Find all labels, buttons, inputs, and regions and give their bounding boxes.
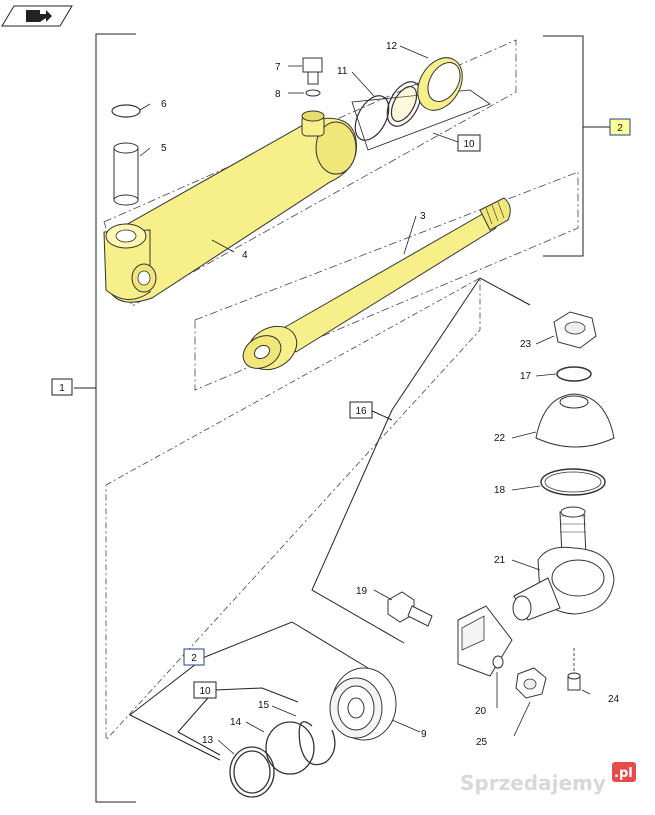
svg-text:1: 1 [59, 383, 65, 394]
svg-text:10: 10 [199, 686, 211, 697]
callout-13: 13 [202, 735, 214, 746]
bleed-screw [302, 57, 323, 85]
callout-6: 6 [161, 99, 167, 110]
callout-21: 21 [494, 555, 506, 566]
grease-fitting [567, 672, 581, 691]
clamp [457, 605, 513, 677]
ball-joint-housing [512, 506, 615, 621]
callout-4: 4 [242, 250, 248, 261]
guide-ring [417, 57, 463, 111]
assembly-bracket-1 [95, 33, 136, 803]
castle-nut [553, 311, 597, 349]
callout-18: 18 [494, 485, 506, 496]
assembly-label-2-top[interactable]: 2 [609, 118, 631, 136]
callout-11: 11 [337, 66, 348, 77]
callout-22: 22 [494, 433, 506, 444]
callout-19: 19 [356, 586, 368, 597]
callout-9: 9 [421, 729, 427, 740]
callout-7: 7 [275, 62, 281, 73]
assembly-label-2-bottom[interactable]: 2 [183, 648, 205, 666]
callout-15: 15 [258, 700, 270, 711]
o-ring-small [111, 104, 141, 118]
bushing [113, 142, 139, 206]
svg-text:Sprzedajemy: Sprzedajemy [460, 771, 606, 795]
piston-rod [242, 197, 511, 371]
washer-small [305, 89, 321, 97]
assembly-label-10-bottom[interactable]: 10 [193, 681, 217, 699]
cylinder-barrel [103, 110, 357, 303]
clamp-bolt [387, 591, 433, 627]
retaining-ring-18 [540, 468, 606, 496]
callout-8: 8 [275, 89, 281, 100]
lock-nut [515, 667, 547, 699]
callout-labels: 3 4 5 6 7 8 9 11 12 13 14 15 17 18 19 20… [161, 41, 620, 748]
svg-text:.pl: .pl [614, 766, 633, 781]
assembly-bracket-2 [543, 35, 584, 257]
svg-text:16: 16 [355, 406, 367, 417]
retaining-ring-17 [556, 366, 592, 382]
dust-boot [535, 393, 615, 448]
svg-text:10: 10 [463, 139, 475, 150]
piston [329, 667, 397, 741]
callout-24: 24 [608, 694, 620, 705]
seal-rings [354, 81, 422, 141]
callout-25: 25 [476, 737, 488, 748]
callout-17: 17 [520, 371, 532, 382]
callout-20: 20 [475, 706, 487, 717]
callout-23: 23 [520, 339, 532, 350]
assembly-label-10-top[interactable]: 10 [457, 134, 481, 152]
callout-3: 3 [420, 211, 426, 222]
callout-5: 5 [161, 143, 167, 154]
assembly-label-16[interactable]: 16 [349, 401, 373, 419]
svg-text:2: 2 [617, 123, 623, 134]
assembly-label-1[interactable]: 1 [51, 378, 73, 396]
book-arrow-icon[interactable] [1, 5, 73, 27]
piston-seals [229, 721, 336, 798]
leader-lines [139, 45, 591, 755]
callout-12: 12 [386, 41, 398, 52]
callout-14: 14 [230, 717, 242, 728]
svg-text:2: 2 [191, 653, 197, 664]
watermark: Sprzedajemy .pl [460, 762, 636, 795]
